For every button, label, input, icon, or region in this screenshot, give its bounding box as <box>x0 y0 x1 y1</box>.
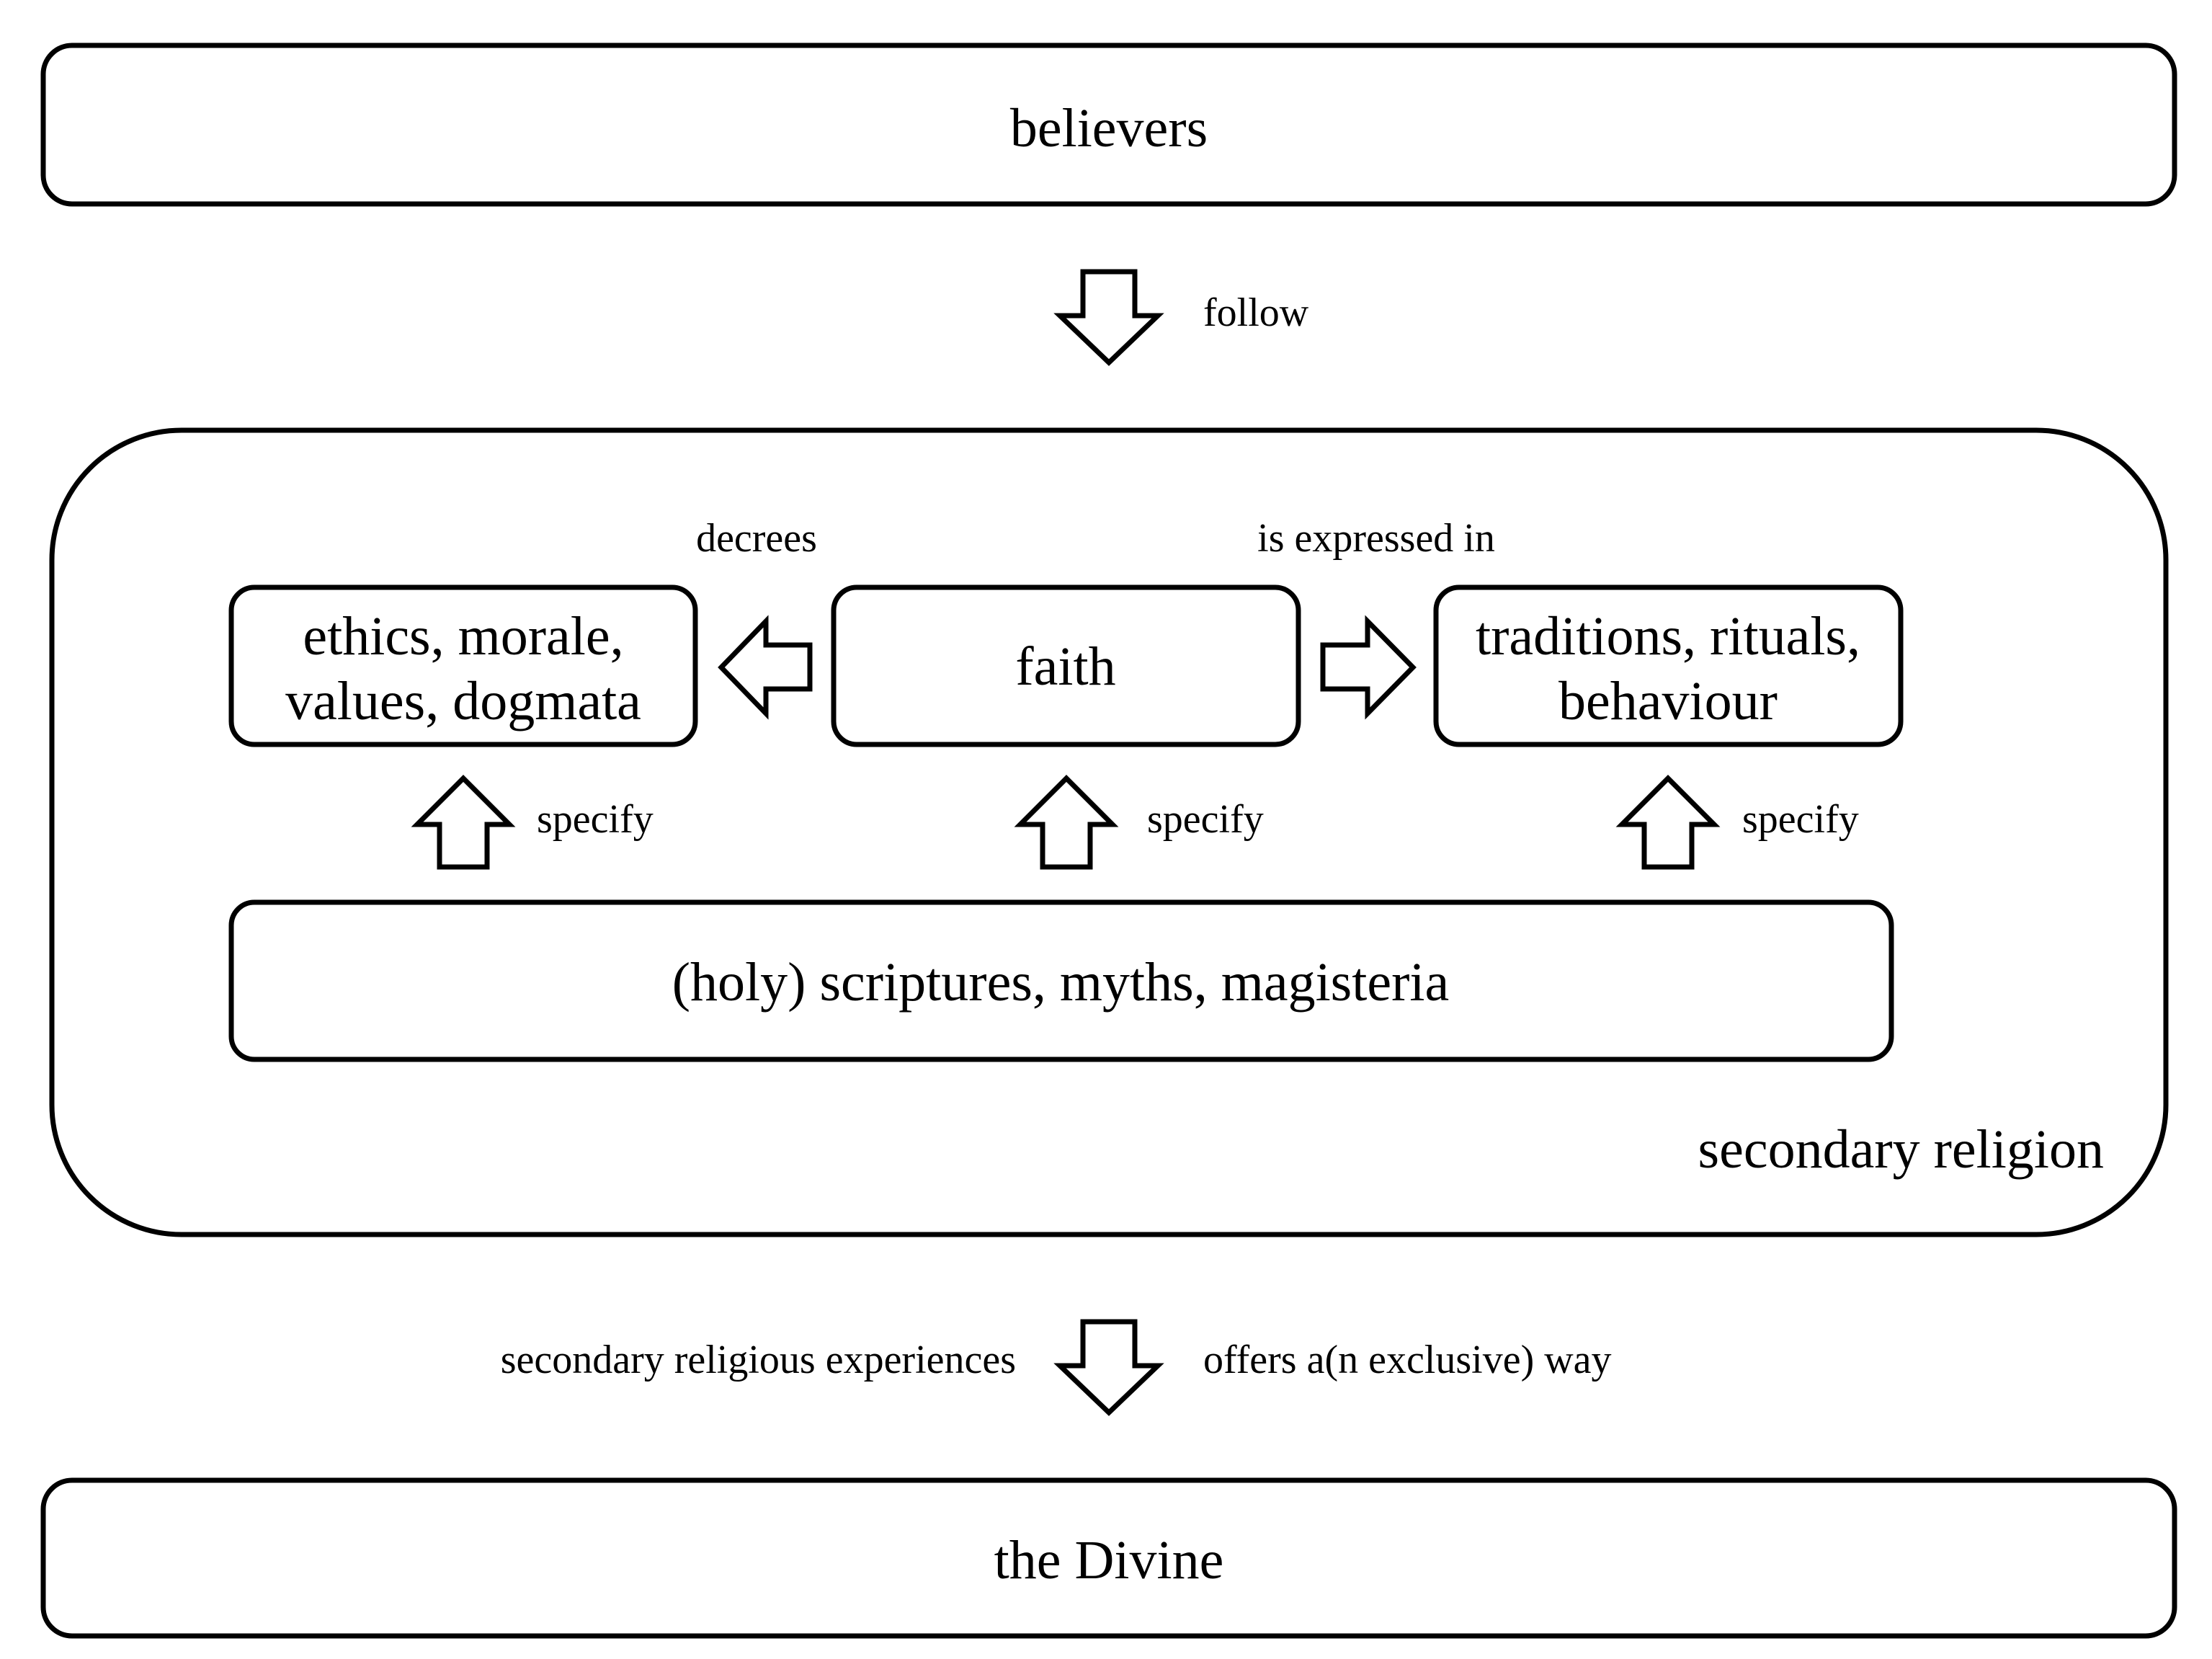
divine-box <box>40 1477 2177 1639</box>
scriptures-box <box>228 899 1894 1062</box>
scriptures-node: (holy) scriptures, myths, magisteria <box>228 899 1894 1062</box>
ethics-label-line1: ethics, morale, <box>303 606 623 667</box>
secondary-religion-label: secondary religion <box>1698 1119 2104 1180</box>
decrees-arrow <box>718 615 813 720</box>
secondary-religious-experiences-label: secondary religious experiences <box>501 1338 1016 1382</box>
offers-way-arrow <box>1053 1319 1164 1416</box>
traditions-label-line2: behaviour <box>1558 671 1778 731</box>
specify-label-center: specify <box>1147 797 1264 842</box>
ethics-box <box>228 584 698 747</box>
follow-label: follow <box>1203 290 1309 335</box>
believers-box <box>40 43 2177 207</box>
specify-label-right: specify <box>1742 797 1859 842</box>
is-expressed-in-label: is expressed in <box>1257 516 1495 561</box>
offers-way-label: offers a(n exclusive) way <box>1203 1338 1612 1382</box>
specify-arrow-right <box>1615 775 1721 870</box>
faith-node: faith <box>831 584 1301 747</box>
divine-label: the Divine <box>994 1530 1224 1591</box>
traditions-node: traditions, rituals, behaviour <box>1433 584 1904 747</box>
faith-box <box>831 584 1301 747</box>
scriptures-label: (holy) scriptures, myths, magisteria <box>672 952 1450 1013</box>
decrees-label: decrees <box>696 516 817 561</box>
believers-label: believers <box>1010 98 1208 159</box>
specify-label-left: specify <box>537 797 654 842</box>
specify-arrow-left <box>411 775 516 870</box>
traditions-box <box>1433 584 1904 747</box>
is-expressed-in-arrow <box>1320 615 1417 720</box>
ethics-node: ethics, morale, values, dogmata <box>228 584 698 747</box>
believers-node: believers <box>40 43 2177 207</box>
traditions-label-line1: traditions, rituals, <box>1476 606 1860 667</box>
faith-label: faith <box>1015 636 1115 697</box>
divine-node: the Divine <box>40 1477 2177 1639</box>
ethics-label-line2: values, dogmata <box>285 671 641 731</box>
specify-arrow-center <box>1014 775 1119 870</box>
follow-arrow <box>1053 269 1164 366</box>
